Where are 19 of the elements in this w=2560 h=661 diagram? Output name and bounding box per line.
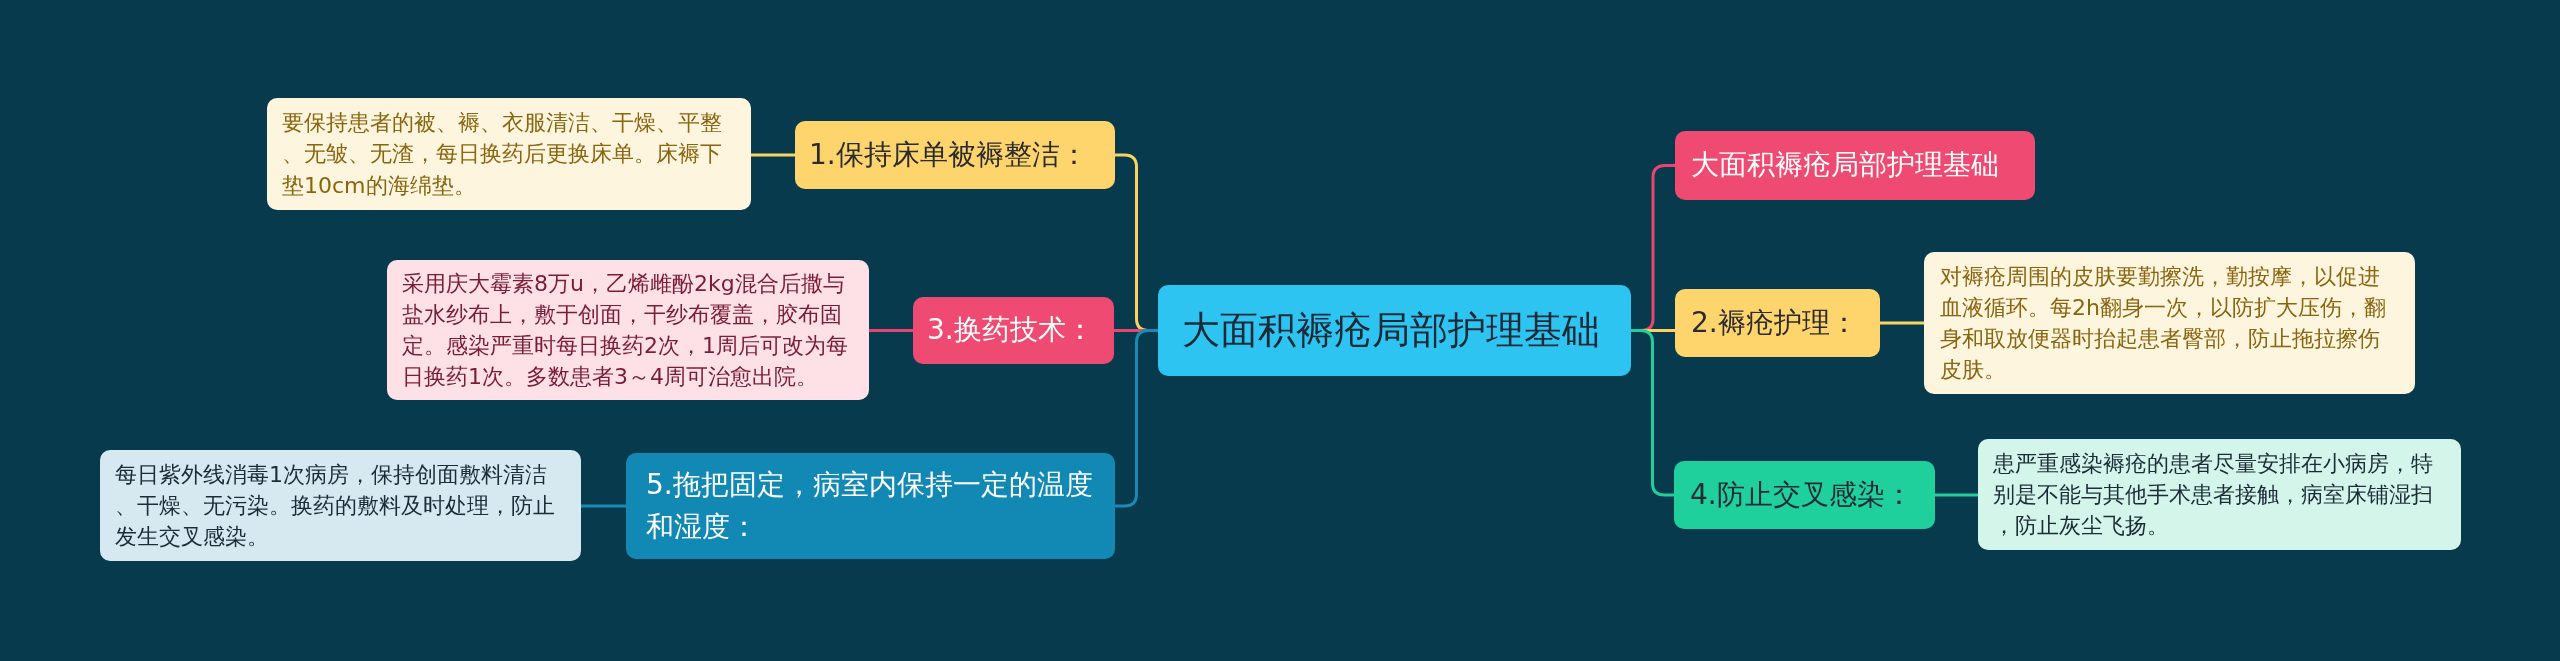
note-card: 采用庆大霉素8万u，乙烯雌酚2kg混合后撒与盐水纱布上，敷于创面，干纱布覆盖，胶布固定。感染严重时每日换药2次，1周后可改为每日换药1次。多数患者3～4周可治愈出院。 — [387, 260, 869, 400]
branch-topic: 3.换药技术： — [913, 297, 1114, 364]
branch-topic: 1.保持床单被褥整洁： — [795, 121, 1115, 189]
connector-line — [581, 504, 626, 508]
connector-line — [1935, 493, 1978, 497]
connector-line — [1631, 329, 1674, 497]
branch-topic: 5.拖把固定，病室内保持一定的温度和湿度： — [626, 453, 1115, 559]
note-card: 要保持患者的被、褥、衣服清洁、干燥、平整、无皱、无渣，每日换药后更换床单。床褥下垫10cm的海绵垫。 — [267, 98, 751, 210]
connector-line — [751, 153, 795, 157]
central-topic: 大面积褥疮局部护理基础 — [1158, 285, 1631, 376]
connector-line — [1880, 321, 1924, 325]
note-card: 患严重感染褥疮的患者尽量安排在小病房，特别是不能与其他手术患者接触，病室床铺湿扫，防止灰尘飞扬。 — [1978, 439, 2461, 550]
note-card: 对褥疮周围的皮肤要勤擦洗，勤按摩，以促进血液循环。每2h翻身一次，以防扩大压伤，翻身和取放便器时抬起患者臀部，防止拖拉擦伤皮肤。 — [1924, 252, 2415, 394]
note-card: 每日紫外线消毒1次病房，保持创面敷料清洁、干燥、无污染。换药的敷料及时处理，防止发生交叉感染。 — [100, 450, 581, 561]
branch-topic: 大面积褥疮局部护理基础 — [1675, 131, 2035, 200]
branch-topic: 2.褥疮护理： — [1675, 289, 1880, 357]
branch-topic: 4.防止交叉感染： — [1674, 461, 1935, 529]
connector-line — [869, 329, 913, 332]
connector-line — [1115, 329, 1158, 508]
